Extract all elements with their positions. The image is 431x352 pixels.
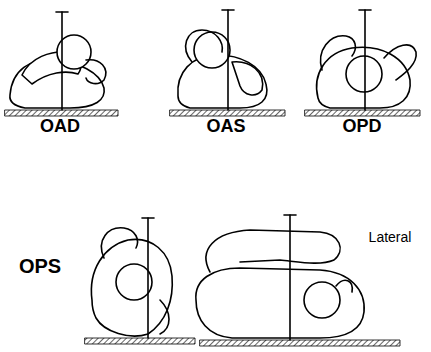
patient-arm [186, 30, 223, 62]
position-label: Lateral [367, 230, 414, 244]
table-bar [200, 340, 400, 346]
patient-arm [384, 45, 416, 80]
beam-line [61, 12, 63, 110]
patient-arm [336, 280, 352, 292]
beam-line [227, 10, 229, 110]
patient-head [116, 264, 152, 300]
patient-head [194, 32, 230, 68]
patient-figure [91, 239, 172, 336]
beam-line [364, 10, 366, 110]
beam-line [222, 9, 234, 11]
beam-line [147, 218, 149, 338]
patient-head [346, 56, 382, 92]
patient-arm [206, 230, 340, 272]
patient-arm [160, 300, 169, 334]
patient-figure [317, 47, 411, 108]
patient-arm [86, 60, 106, 84]
beam-line [289, 215, 291, 340]
table-bar [5, 110, 118, 116]
beam-line [284, 214, 296, 216]
beam-line [142, 217, 154, 219]
patient-figure [196, 268, 364, 338]
position-label: OAS [204, 117, 247, 135]
table-bar [170, 110, 285, 116]
patient-head [304, 282, 340, 318]
beam-line [359, 9, 371, 11]
table-bar [305, 110, 420, 116]
table-bar [85, 338, 195, 344]
patient-arm [232, 62, 263, 95]
position-label: OPS [17, 256, 63, 276]
beam-line [56, 11, 68, 13]
patient-arm [101, 228, 137, 258]
position-label: OPD [340, 117, 383, 135]
position-label: OAD [38, 117, 82, 135]
